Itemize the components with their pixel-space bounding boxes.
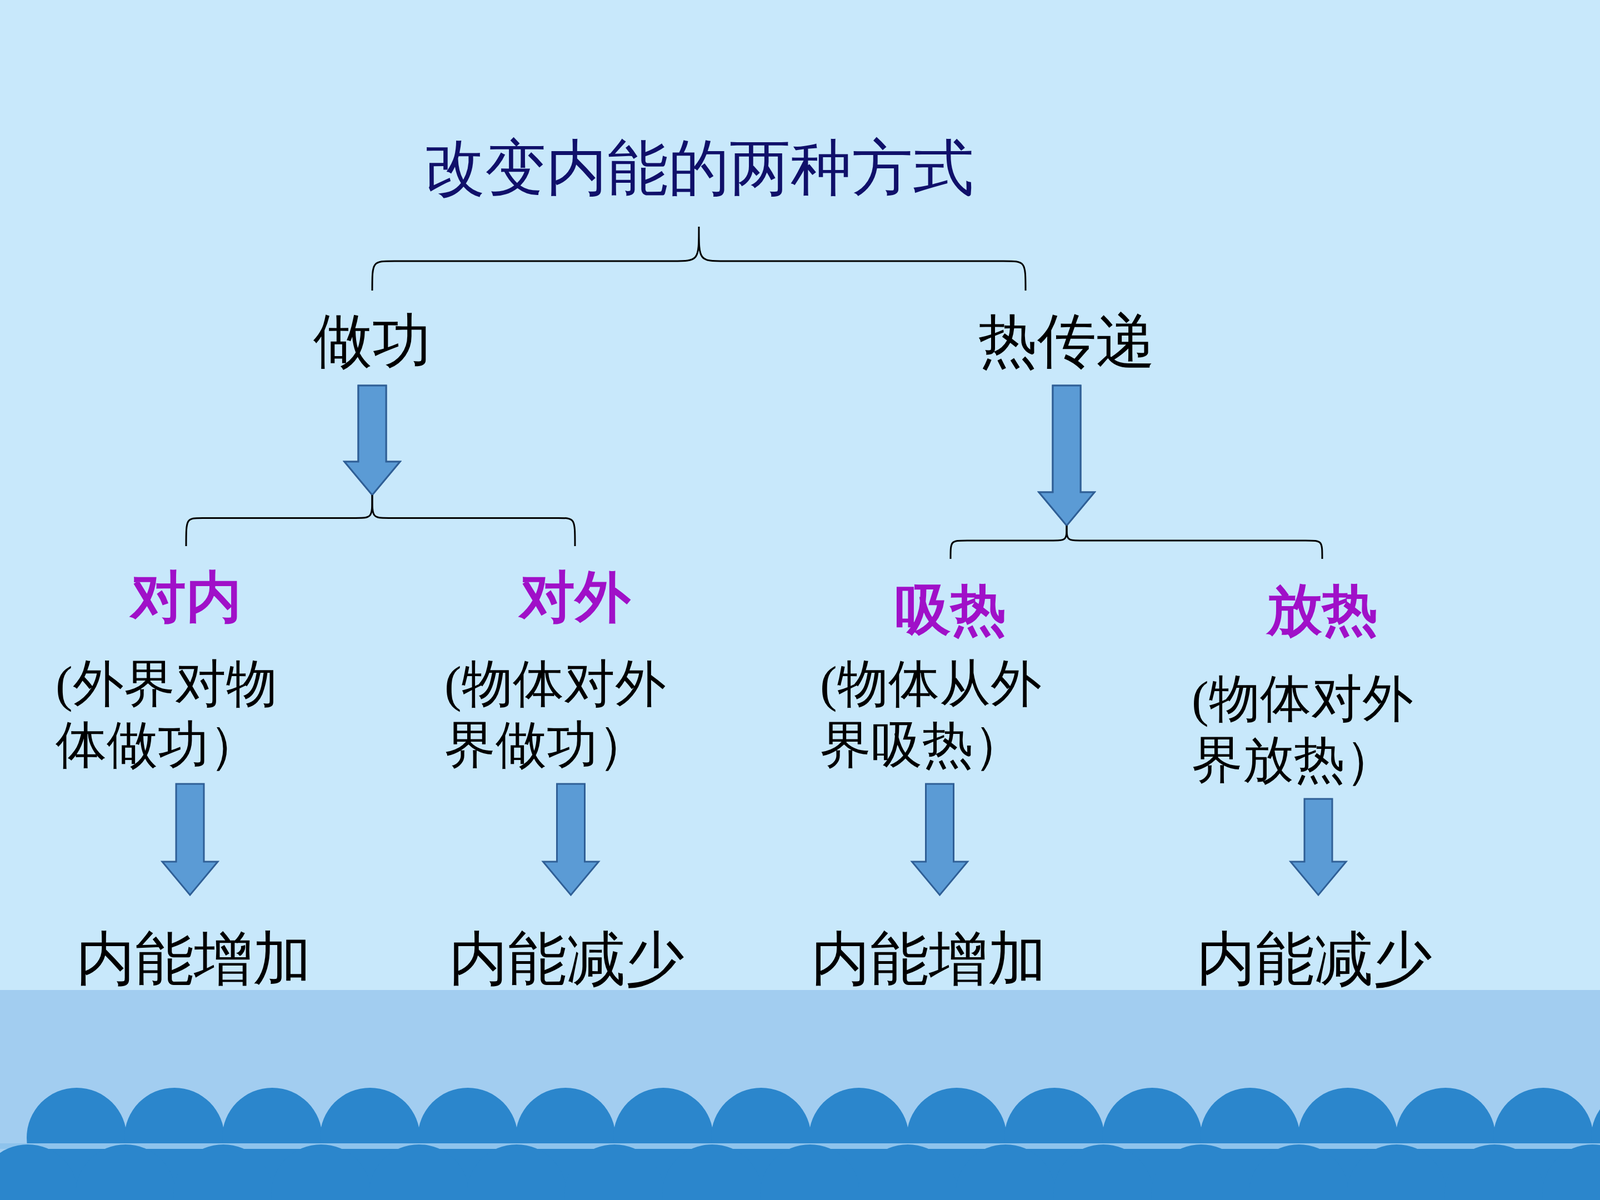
method-node: 热传递 bbox=[950, 307, 1184, 376]
node-heading: 对内 bbox=[55, 565, 317, 630]
block-arrow bbox=[162, 783, 218, 895]
wave-scale bbox=[1053, 1144, 1154, 1200]
node-note: (物体从外界吸热） bbox=[820, 653, 1066, 776]
node-heading: 做功 bbox=[283, 307, 462, 376]
result-node: 内能增加 bbox=[55, 925, 333, 994]
flow-connector bbox=[1038, 385, 1323, 559]
block-arrow bbox=[1038, 385, 1095, 526]
node-heading: 放热 bbox=[1191, 578, 1453, 643]
wave-scale bbox=[271, 1144, 372, 1200]
wave-scale bbox=[564, 1144, 665, 1200]
node-heading: 内能增加 bbox=[55, 925, 333, 994]
block-arrow bbox=[1038, 385, 1095, 526]
node-heading: 内能增加 bbox=[790, 925, 1068, 994]
block-arrow bbox=[912, 783, 968, 895]
node-note: (物体对外界放热） bbox=[1191, 668, 1438, 791]
wave-scale bbox=[1151, 1144, 1252, 1200]
wave-scale bbox=[1248, 1144, 1349, 1200]
flow-connector bbox=[1290, 798, 1347, 895]
block-arrow bbox=[344, 385, 400, 495]
wave-scale bbox=[368, 1144, 469, 1200]
method-node: 做功 bbox=[283, 307, 462, 376]
case-node: 对内 (外界对物体做功） bbox=[55, 565, 317, 776]
node-note: (物体对外界做功） bbox=[444, 653, 690, 776]
result-node: 内能减少 bbox=[427, 925, 706, 994]
split-brace bbox=[950, 525, 1067, 559]
wave-scale bbox=[1542, 1144, 1600, 1200]
block-arrow bbox=[1290, 798, 1347, 895]
flow-connector bbox=[950, 385, 1095, 559]
node-heading: 内能减少 bbox=[1175, 925, 1454, 994]
wave-pattern bbox=[0, 1087, 1600, 1200]
wave-scale bbox=[173, 1144, 274, 1200]
node-heading: 吸热 bbox=[820, 578, 1082, 643]
flow-connector bbox=[912, 783, 968, 895]
case-node: 对外 (物体对外界做功） bbox=[444, 565, 706, 776]
result-node: 内能减少 bbox=[1175, 925, 1454, 994]
wave-scale bbox=[760, 1144, 860, 1200]
wave-scale bbox=[1346, 1144, 1447, 1200]
split-brace bbox=[186, 495, 373, 547]
flow-connector bbox=[162, 783, 218, 895]
case-node: 吸热 (物体从外界吸热） bbox=[820, 578, 1082, 776]
case-node: 放热 (物体对外界放热） bbox=[1191, 578, 1453, 791]
block-arrow bbox=[543, 783, 599, 895]
wave-scale bbox=[466, 1144, 567, 1200]
flow-connector bbox=[186, 385, 400, 547]
split-brace bbox=[1066, 525, 1323, 559]
wave-scale bbox=[662, 1144, 763, 1200]
block-arrow bbox=[344, 385, 400, 495]
node-heading: 热传递 bbox=[950, 307, 1184, 376]
wave-scale bbox=[955, 1144, 1056, 1200]
node-heading: 内能减少 bbox=[427, 925, 706, 994]
wave-scale bbox=[857, 1144, 958, 1200]
result-node: 内能增加 bbox=[790, 925, 1068, 994]
wave-scale bbox=[0, 1144, 78, 1200]
wave-scale bbox=[1444, 1144, 1545, 1200]
title-brace bbox=[372, 226, 1026, 291]
split-brace bbox=[372, 495, 575, 547]
flow-connector bbox=[543, 783, 599, 895]
node-heading: 对外 bbox=[444, 565, 706, 630]
diagram-title: 改变内能的两种方式 bbox=[423, 133, 974, 204]
wave-scale bbox=[75, 1144, 176, 1200]
flow-connector bbox=[344, 385, 575, 547]
node-note: (外界对物体做功） bbox=[55, 653, 302, 776]
